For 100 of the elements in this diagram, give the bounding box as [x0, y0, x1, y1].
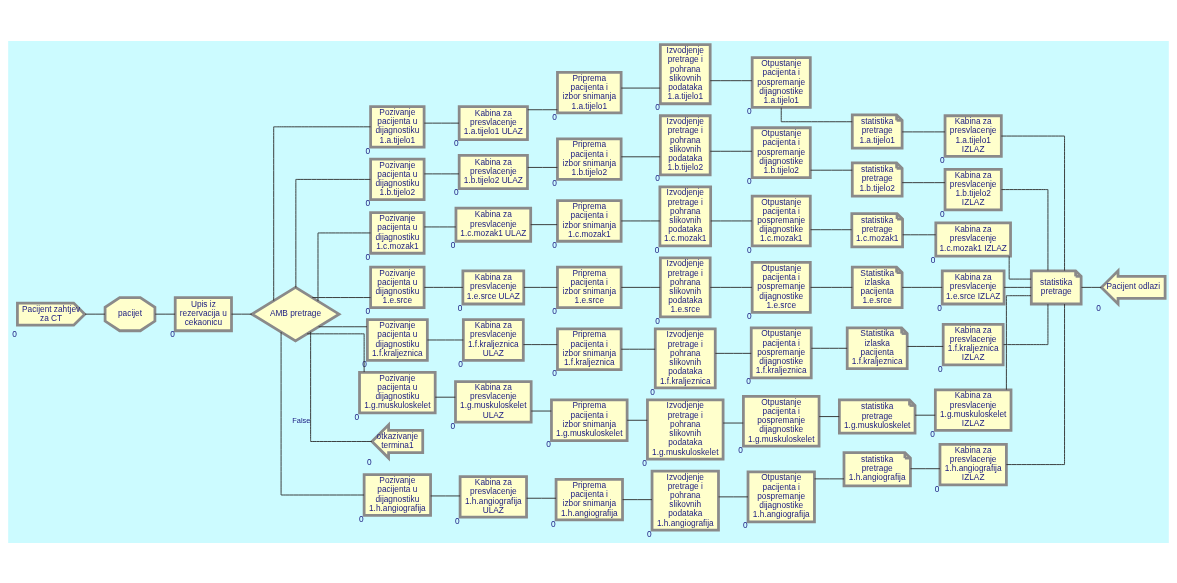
- node-box: Otpustanje pacijenta i pospremanje dijagnostike 1.f.kraljeznica: [749, 326, 813, 379]
- connector: [714, 352, 752, 354]
- node-box: Pozivanje pacijenta u dijagnostiku 1.b.tijelo2: [369, 157, 426, 201]
- node-box: Priprema pacijenta i izbor snimanja 1.h.angiografija: [554, 477, 624, 521]
- node-label: 0: [642, 457, 647, 468]
- node-box: Pozivanje pacijenta u dijagnostiku 1.g.muskuloskelet: [358, 370, 437, 414]
- node-label: 0: [170, 328, 175, 339]
- node-label: 0: [747, 244, 752, 254]
- node-box: Kabina za presvlacenje 1.g.muskuloskelet ULAZ: [454, 379, 533, 423]
- connector: [423, 226, 457, 227]
- node-box: Otpustanje pacijenta i pospremanje dijagnostike 1.a.tijelo1: [750, 55, 812, 109]
- node-box: Kabina za presvlacenje 1.f.kraljeznica IZLAZ: [941, 322, 1005, 366]
- node-label: 0: [655, 315, 660, 326]
- connector: [910, 467, 941, 469]
- node-label: 0: [457, 302, 463, 313]
- node-box: Pozivanje pacijenta u dijagnostiku 1.e.srce: [369, 265, 426, 309]
- connector: [306, 332, 365, 372]
- node-diamond: AMB pretrage: [249, 285, 342, 343]
- connector: [906, 345, 944, 347]
- connector: [280, 331, 365, 495]
- node-box: Kabina za presvlacenje 1.e.srce ULAZ: [461, 268, 526, 305]
- node-label: 0: [930, 254, 936, 265]
- node-box: Upis iz rezervacija u cekaonicu: [173, 295, 233, 332]
- connector: [318, 325, 368, 327]
- connector: [522, 343, 558, 345]
- node-box: Priprema pacijenta i izbor snimanja 1.a.tijelo1: [556, 70, 623, 114]
- node-box: Kabina za presvlacenje 1.a.tijelo1 IZLAZ: [943, 113, 1003, 158]
- node-label: 0: [362, 358, 367, 369]
- node-label: 0: [552, 111, 557, 122]
- node-label: 0: [450, 239, 456, 250]
- connector: [423, 122, 460, 124]
- node-box: Kabina za presvlacenje 1.b.tijelo2 IZLAZ: [943, 167, 1003, 211]
- connector: [810, 228, 853, 230]
- node-box: Pozivanje pacijenta u dijagnostiku 1.c.mozak1: [369, 210, 426, 255]
- node-label: 0: [359, 513, 364, 524]
- node-label: 0: [747, 175, 752, 186]
- node-box: Otpustanje pacijenta i pospremanje dijagnostike 1.g.muskuloskelet: [742, 394, 821, 447]
- node-label: 0: [738, 444, 743, 455]
- connector: [709, 286, 753, 288]
- connector: [620, 87, 661, 88]
- connector: [530, 223, 558, 225]
- node-box: Otpustanje pacijenta i pospremanje dijagnostike 1.c.mozak1: [750, 194, 812, 247]
- connector: [1005, 294, 1032, 390]
- connector: [902, 233, 937, 235]
- node-box: Izvodjenje pretrage i pohrana slikovnih podataka 1.f.kraljeznica: [653, 327, 717, 389]
- node-label: 0: [454, 186, 459, 197]
- connector: [84, 313, 106, 315]
- node-label: 0: [937, 302, 942, 313]
- node-label: 0: [365, 305, 371, 316]
- node-label: 0: [939, 154, 945, 165]
- node-label: 0: [552, 367, 557, 378]
- node-label: 0: [934, 483, 940, 494]
- connector: [530, 410, 552, 411]
- connector: [620, 155, 661, 157]
- node-box: Izvodjenje pretrage i pohrana slikovnih podataka 1.e.srce: [658, 255, 712, 318]
- connector: [1003, 286, 1032, 288]
- connector: [814, 477, 845, 479]
- node-box: Otpustanje pacijenta i pospremanje dijagnostike 1.b.tijelo2: [750, 125, 812, 179]
- node-label: 0: [12, 328, 17, 339]
- node-label: 0: [930, 428, 935, 439]
- node-box: Priprema pacijenta i izbor snimanja 1.e.srce: [556, 265, 623, 309]
- connector: [914, 414, 936, 416]
- connector: [427, 339, 464, 340]
- node-box: Izvodjenje pretrage i pohrana slikovnih podataka 1.a.tijelo1: [658, 42, 712, 105]
- node-label: 0: [654, 244, 660, 254]
- connector: [1003, 303, 1049, 345]
- connector: [430, 495, 461, 496]
- node-label: 0: [552, 305, 557, 316]
- node-label: 0: [1096, 302, 1101, 313]
- node-box: Priprema pacijenta i izbor snimanja 1.f.kraljeznica: [556, 327, 623, 371]
- node-box: Kabina za presvlacenje 1.f.kraljeznica ULAZ: [461, 317, 525, 362]
- connector: [317, 232, 371, 302]
- node-label: 0: [938, 363, 943, 374]
- connector: [1008, 255, 1032, 280]
- connector: [1000, 135, 1065, 271]
- connector: [311, 296, 371, 298]
- node-label: 0: [747, 105, 752, 116]
- node-label: 0: [450, 420, 456, 431]
- node-box: Pozivanje pacijenta u dijagnostiku 1.a.tijelo1: [369, 104, 426, 148]
- connector: [310, 330, 373, 442]
- node-box: Pozivanje pacijenta u dijagnostiku 1.f.kraljeznica: [365, 317, 429, 362]
- connector: [527, 108, 558, 110]
- connector: [434, 396, 456, 398]
- connector: [1001, 188, 1049, 271]
- connector: [523, 286, 558, 288]
- node-box: Otpustanje pacijenta i pospremanje dijagnostike 1.h.angiografija: [746, 470, 816, 523]
- node-label: 0: [552, 239, 557, 250]
- connector: [295, 178, 371, 288]
- connector: [901, 130, 946, 132]
- node-label: 0: [546, 438, 551, 449]
- node-label: 0: [455, 515, 460, 526]
- connector: [718, 495, 749, 497]
- connector: [1081, 286, 1102, 288]
- node-label: 0: [650, 386, 655, 397]
- node-box: Priprema pacijenta i izbor snimanja 1.g.muskuloskelet: [550, 398, 629, 442]
- connector: [423, 172, 460, 174]
- edge-label: False: [292, 415, 311, 425]
- connector: [622, 498, 653, 500]
- node-box: Kabina za presvlacenje 1.c.mozak1 ULAZ: [454, 206, 533, 243]
- connector: [810, 169, 853, 171]
